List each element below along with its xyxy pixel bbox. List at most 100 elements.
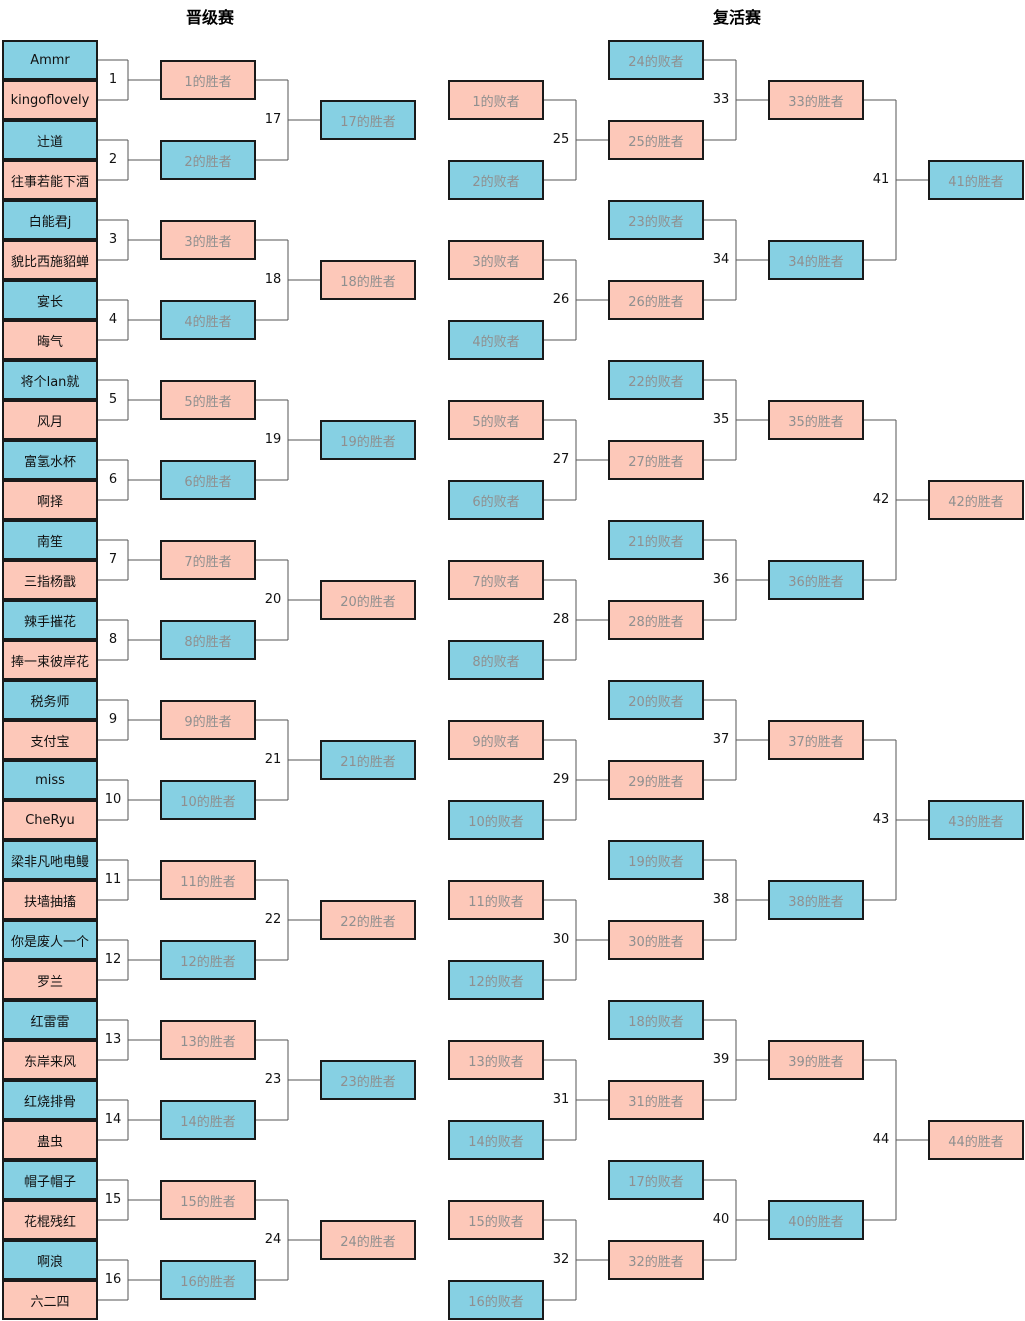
match-number-28: 28	[552, 612, 570, 627]
match-number-30: 30	[552, 932, 570, 947]
player-16: 捧一束彼岸花	[2, 640, 98, 680]
match-number-17: 17	[264, 112, 282, 127]
loser-box-3: 3的败者	[448, 240, 544, 280]
winner-box-14: 14的胜者	[160, 1100, 256, 1140]
player-26: 东岸来风	[2, 1040, 98, 1080]
match-number-13: 13	[104, 1032, 122, 1047]
match-number-14: 14	[104, 1112, 122, 1127]
player-3: 辻道	[2, 120, 98, 160]
match-number-31: 31	[552, 1092, 570, 1107]
title-winners-bracket: 晋级赛	[185, 8, 234, 27]
player-30: 花棍残红	[2, 1200, 98, 1240]
loser-box-21: 21的败者	[608, 520, 704, 560]
loser-box-22: 22的败者	[608, 360, 704, 400]
loser-box-20: 20的败者	[608, 680, 704, 720]
winner-box-4: 4的胜者	[160, 300, 256, 340]
winner-box-21: 21的胜者	[320, 740, 416, 780]
loser-box-18: 18的败者	[608, 1000, 704, 1040]
match-number-1: 1	[108, 72, 118, 87]
player-20: CheRyu	[2, 800, 98, 840]
player-7: 宴长	[2, 280, 98, 320]
loser-box-14: 14的败者	[448, 1120, 544, 1160]
loser-box-19: 19的败者	[608, 840, 704, 880]
match-number-7: 7	[108, 552, 118, 567]
winner-box-6: 6的胜者	[160, 460, 256, 500]
match-number-11: 11	[104, 872, 122, 887]
match-number-26: 26	[552, 292, 570, 307]
match-number-6: 6	[108, 472, 118, 487]
match-number-4: 4	[108, 312, 118, 327]
player-2: kingoflovely	[2, 80, 98, 120]
match-number-12: 12	[104, 952, 122, 967]
loser-box-13: 13的败者	[448, 1040, 544, 1080]
match-number-37: 37	[712, 732, 730, 747]
player-15: 辣手摧花	[2, 600, 98, 640]
winner-box-9: 9的胜者	[160, 700, 256, 740]
winner-box-13: 13的胜者	[160, 1020, 256, 1060]
winner-box-35: 35的胜者	[768, 400, 864, 440]
player-32: 六二四	[2, 1280, 98, 1320]
match-number-36: 36	[712, 572, 730, 587]
winner-box-33: 33的胜者	[768, 80, 864, 120]
winner-box-22: 22的胜者	[320, 900, 416, 940]
winner-box-39: 39的胜者	[768, 1040, 864, 1080]
player-28: 蛊虫	[2, 1120, 98, 1160]
match-number-20: 20	[264, 592, 282, 607]
loser-box-12: 12的败者	[448, 960, 544, 1000]
loser-box-16: 16的败者	[448, 1280, 544, 1320]
winner-box-2: 2的胜者	[160, 140, 256, 180]
match-number-41: 41	[872, 172, 890, 187]
title-repechage-bracket: 复活赛	[712, 8, 761, 27]
winner-box-19: 19的胜者	[320, 420, 416, 460]
match-number-21: 21	[264, 752, 282, 767]
match-number-43: 43	[872, 812, 890, 827]
loser-box-2: 2的败者	[448, 160, 544, 200]
player-18: 支付宝	[2, 720, 98, 760]
player-31: 啊浪	[2, 1240, 98, 1280]
winner-box-37: 37的胜者	[768, 720, 864, 760]
loser-box-1: 1的败者	[448, 80, 544, 120]
winner-box-28: 28的胜者	[608, 600, 704, 640]
winner-box-29: 29的胜者	[608, 760, 704, 800]
loser-box-23: 23的败者	[608, 200, 704, 240]
winner-box-44: 44的胜者	[928, 1120, 1024, 1160]
winner-box-18: 18的胜者	[320, 260, 416, 300]
match-number-27: 27	[552, 452, 570, 467]
match-number-18: 18	[264, 272, 282, 287]
winner-box-7: 7的胜者	[160, 540, 256, 580]
player-14: 三指杨戬	[2, 560, 98, 600]
loser-box-4: 4的败者	[448, 320, 544, 360]
player-29: 帽子帽子	[2, 1160, 98, 1200]
match-number-19: 19	[264, 432, 282, 447]
winner-box-20: 20的胜者	[320, 580, 416, 620]
loser-box-9: 9的败者	[448, 720, 544, 760]
match-number-3: 3	[108, 232, 118, 247]
player-13: 南笙	[2, 520, 98, 560]
match-number-25: 25	[552, 132, 570, 147]
match-number-39: 39	[712, 1052, 730, 1067]
match-number-16: 16	[104, 1272, 122, 1287]
match-number-44: 44	[872, 1132, 890, 1147]
match-number-42: 42	[872, 492, 890, 507]
match-number-2: 2	[108, 152, 118, 167]
player-1: Ammr	[2, 40, 98, 80]
match-number-38: 38	[712, 892, 730, 907]
player-6: 貌比西施貂蝉	[2, 240, 98, 280]
player-12: 啊择	[2, 480, 98, 520]
winner-box-31: 31的胜者	[608, 1080, 704, 1120]
winner-box-41: 41的胜者	[928, 160, 1024, 200]
match-number-5: 5	[108, 392, 118, 407]
winner-box-11: 11的胜者	[160, 860, 256, 900]
loser-box-7: 7的败者	[448, 560, 544, 600]
winner-box-43: 43的胜者	[928, 800, 1024, 840]
player-17: 税务师	[2, 680, 98, 720]
loser-box-17: 17的败者	[608, 1160, 704, 1200]
match-number-15: 15	[104, 1192, 122, 1207]
loser-box-24: 24的败者	[608, 40, 704, 80]
player-25: 红雷雷	[2, 1000, 98, 1040]
match-number-40: 40	[712, 1212, 730, 1227]
winner-box-17: 17的胜者	[320, 100, 416, 140]
winner-box-16: 16的胜者	[160, 1260, 256, 1300]
